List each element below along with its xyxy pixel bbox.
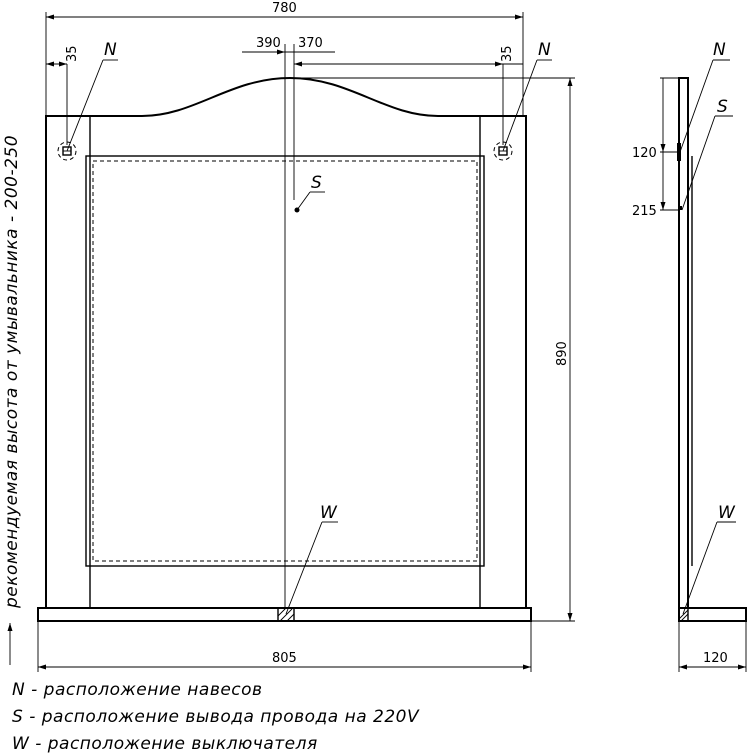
dim-height: 890 (555, 341, 570, 366)
front-view: S N N W (37, 40, 552, 622)
legend-item-w: W - расположение выключателя (12, 734, 318, 754)
side-wire-output (678, 206, 682, 210)
marker-w-front-label: W (320, 503, 338, 523)
dim-side-depth: 120 (703, 651, 728, 666)
front-dimensions: 780 390 370 35 35 890 805 (7, 1, 575, 672)
legend: N - расположение навесов S - расположени… (12, 680, 420, 754)
mirror-frame-outline (45, 76, 527, 608)
legend-item-s: S - расположение вывода провода на 220V (12, 707, 420, 727)
legend-item-n: N - расположение навесов (12, 680, 263, 700)
side-hanger (677, 143, 681, 161)
marker-w-side-label: W (718, 503, 736, 523)
dim-side-120: 120 (632, 146, 657, 161)
marker-s-label: S (311, 173, 322, 193)
dim-overall-width: 780 (272, 1, 297, 16)
dim-side-215: 215 (632, 204, 657, 219)
side-base-shelf (678, 607, 747, 622)
marker-n-right-label: N (538, 40, 551, 60)
marker-n-side-label: N (713, 40, 726, 60)
dim-left-offset: 390 (256, 36, 281, 51)
dim-base-width: 805 (272, 651, 297, 666)
marker-s-side-label: S (717, 97, 728, 117)
marker-n-left-label: N (104, 40, 117, 60)
recommended-height-note: рекомендуемая высота от умывальника - 20… (2, 135, 22, 609)
dim-right-offset-label: 370 (298, 36, 323, 51)
side-view: 120 215 N S W 120 (632, 40, 747, 672)
dim-hanger-left: 35 (65, 45, 80, 62)
dim-hanger-right: 35 (500, 45, 515, 62)
